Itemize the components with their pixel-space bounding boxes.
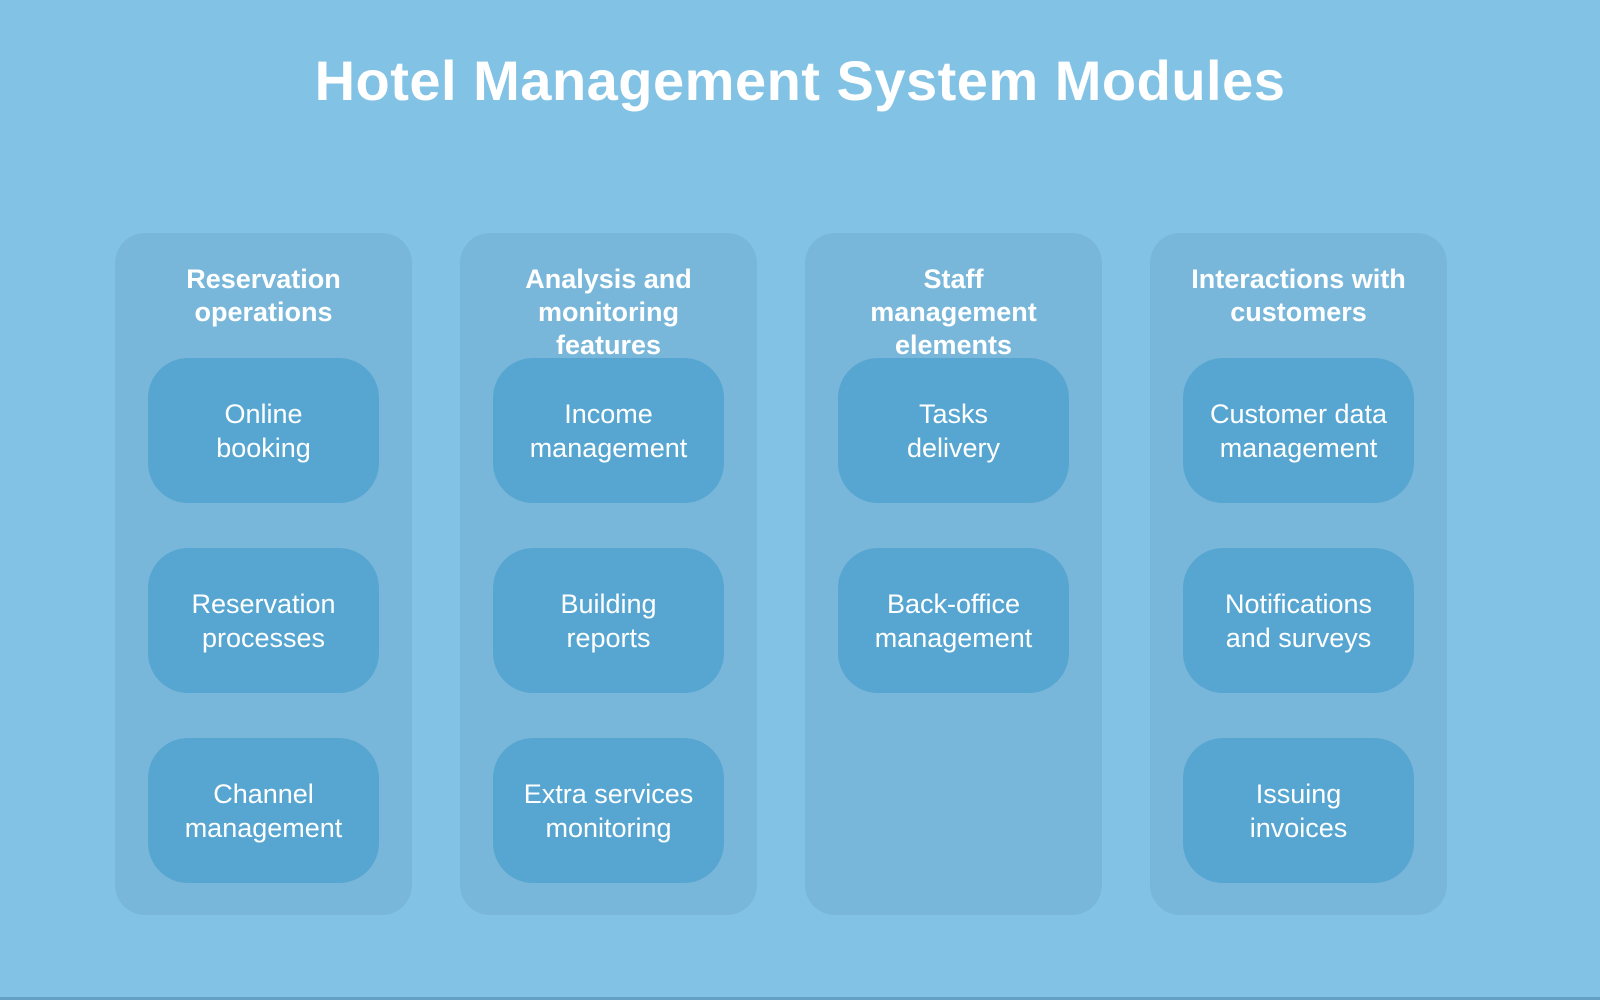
column-header: Staff management elements xyxy=(870,264,1037,360)
module-card-issuing-invoices: Issuing invoices xyxy=(1183,738,1414,883)
module-card-extra-services-monitoring: Extra services monitoring xyxy=(493,738,724,883)
module-card-notifications-surveys: Notifications and surveys xyxy=(1183,548,1414,693)
column-header: Reservation operations xyxy=(186,264,341,327)
column-staff-management: Staff management elements Tasks delivery… xyxy=(805,233,1102,915)
column-analysis-monitoring: Analysis and monitoring features Income … xyxy=(460,233,757,915)
column-header: Analysis and monitoring features xyxy=(525,264,692,360)
module-card-online-booking: Online booking xyxy=(148,358,379,503)
module-card-tasks-delivery: Tasks delivery xyxy=(838,358,1069,503)
module-card-customer-data-management: Customer data management xyxy=(1183,358,1414,503)
bottom-edge-shade xyxy=(0,997,1600,1000)
module-card-back-office-management: Back-office management xyxy=(838,548,1069,693)
module-card-reservation-processes: Reservation processes xyxy=(148,548,379,693)
column-customer-interactions: Interactions with customers Customer dat… xyxy=(1150,233,1447,915)
column-reservation-operations: Reservation operations Online booking Re… xyxy=(115,233,412,915)
module-columns: Reservation operations Online booking Re… xyxy=(115,233,1447,915)
module-card-building-reports: Building reports xyxy=(493,548,724,693)
column-header: Interactions with customers xyxy=(1191,264,1406,327)
module-card-income-management: Income management xyxy=(493,358,724,503)
page-title: Hotel Management System Modules xyxy=(314,49,1286,112)
module-card-channel-management: Channel management xyxy=(148,738,379,883)
